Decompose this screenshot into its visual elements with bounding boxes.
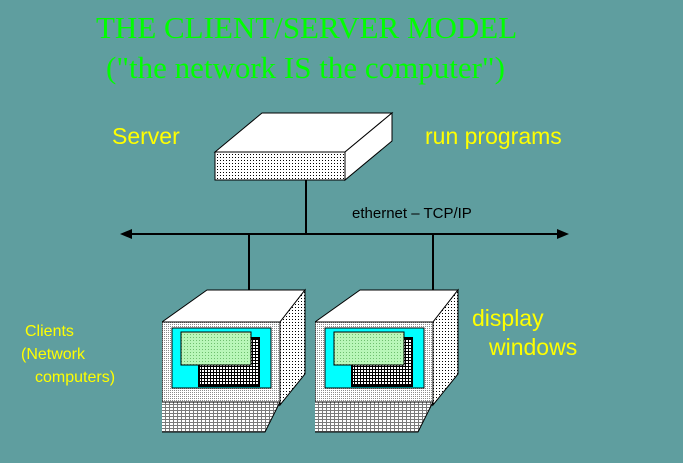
clients-label-line3: computers)	[35, 369, 116, 386]
windows-label: windows	[489, 334, 578, 360]
server-label: Server	[112, 123, 180, 149]
network-label: ethernet – TCP/IP	[352, 205, 472, 222]
server-box	[213, 111, 394, 182]
diagram-title-line1: THE CLIENT/SERVER MODEL	[96, 10, 518, 45]
display-label: display	[472, 305, 544, 331]
client-computer-1	[162, 289, 306, 433]
diagram-title-line2: ("the network IS the computer")	[106, 50, 505, 85]
clients-label-line1: Clients	[25, 323, 74, 340]
network-bus	[120, 229, 569, 239]
clients-label-line2: (Network	[21, 346, 86, 363]
run-programs-label: run programs	[425, 123, 562, 149]
